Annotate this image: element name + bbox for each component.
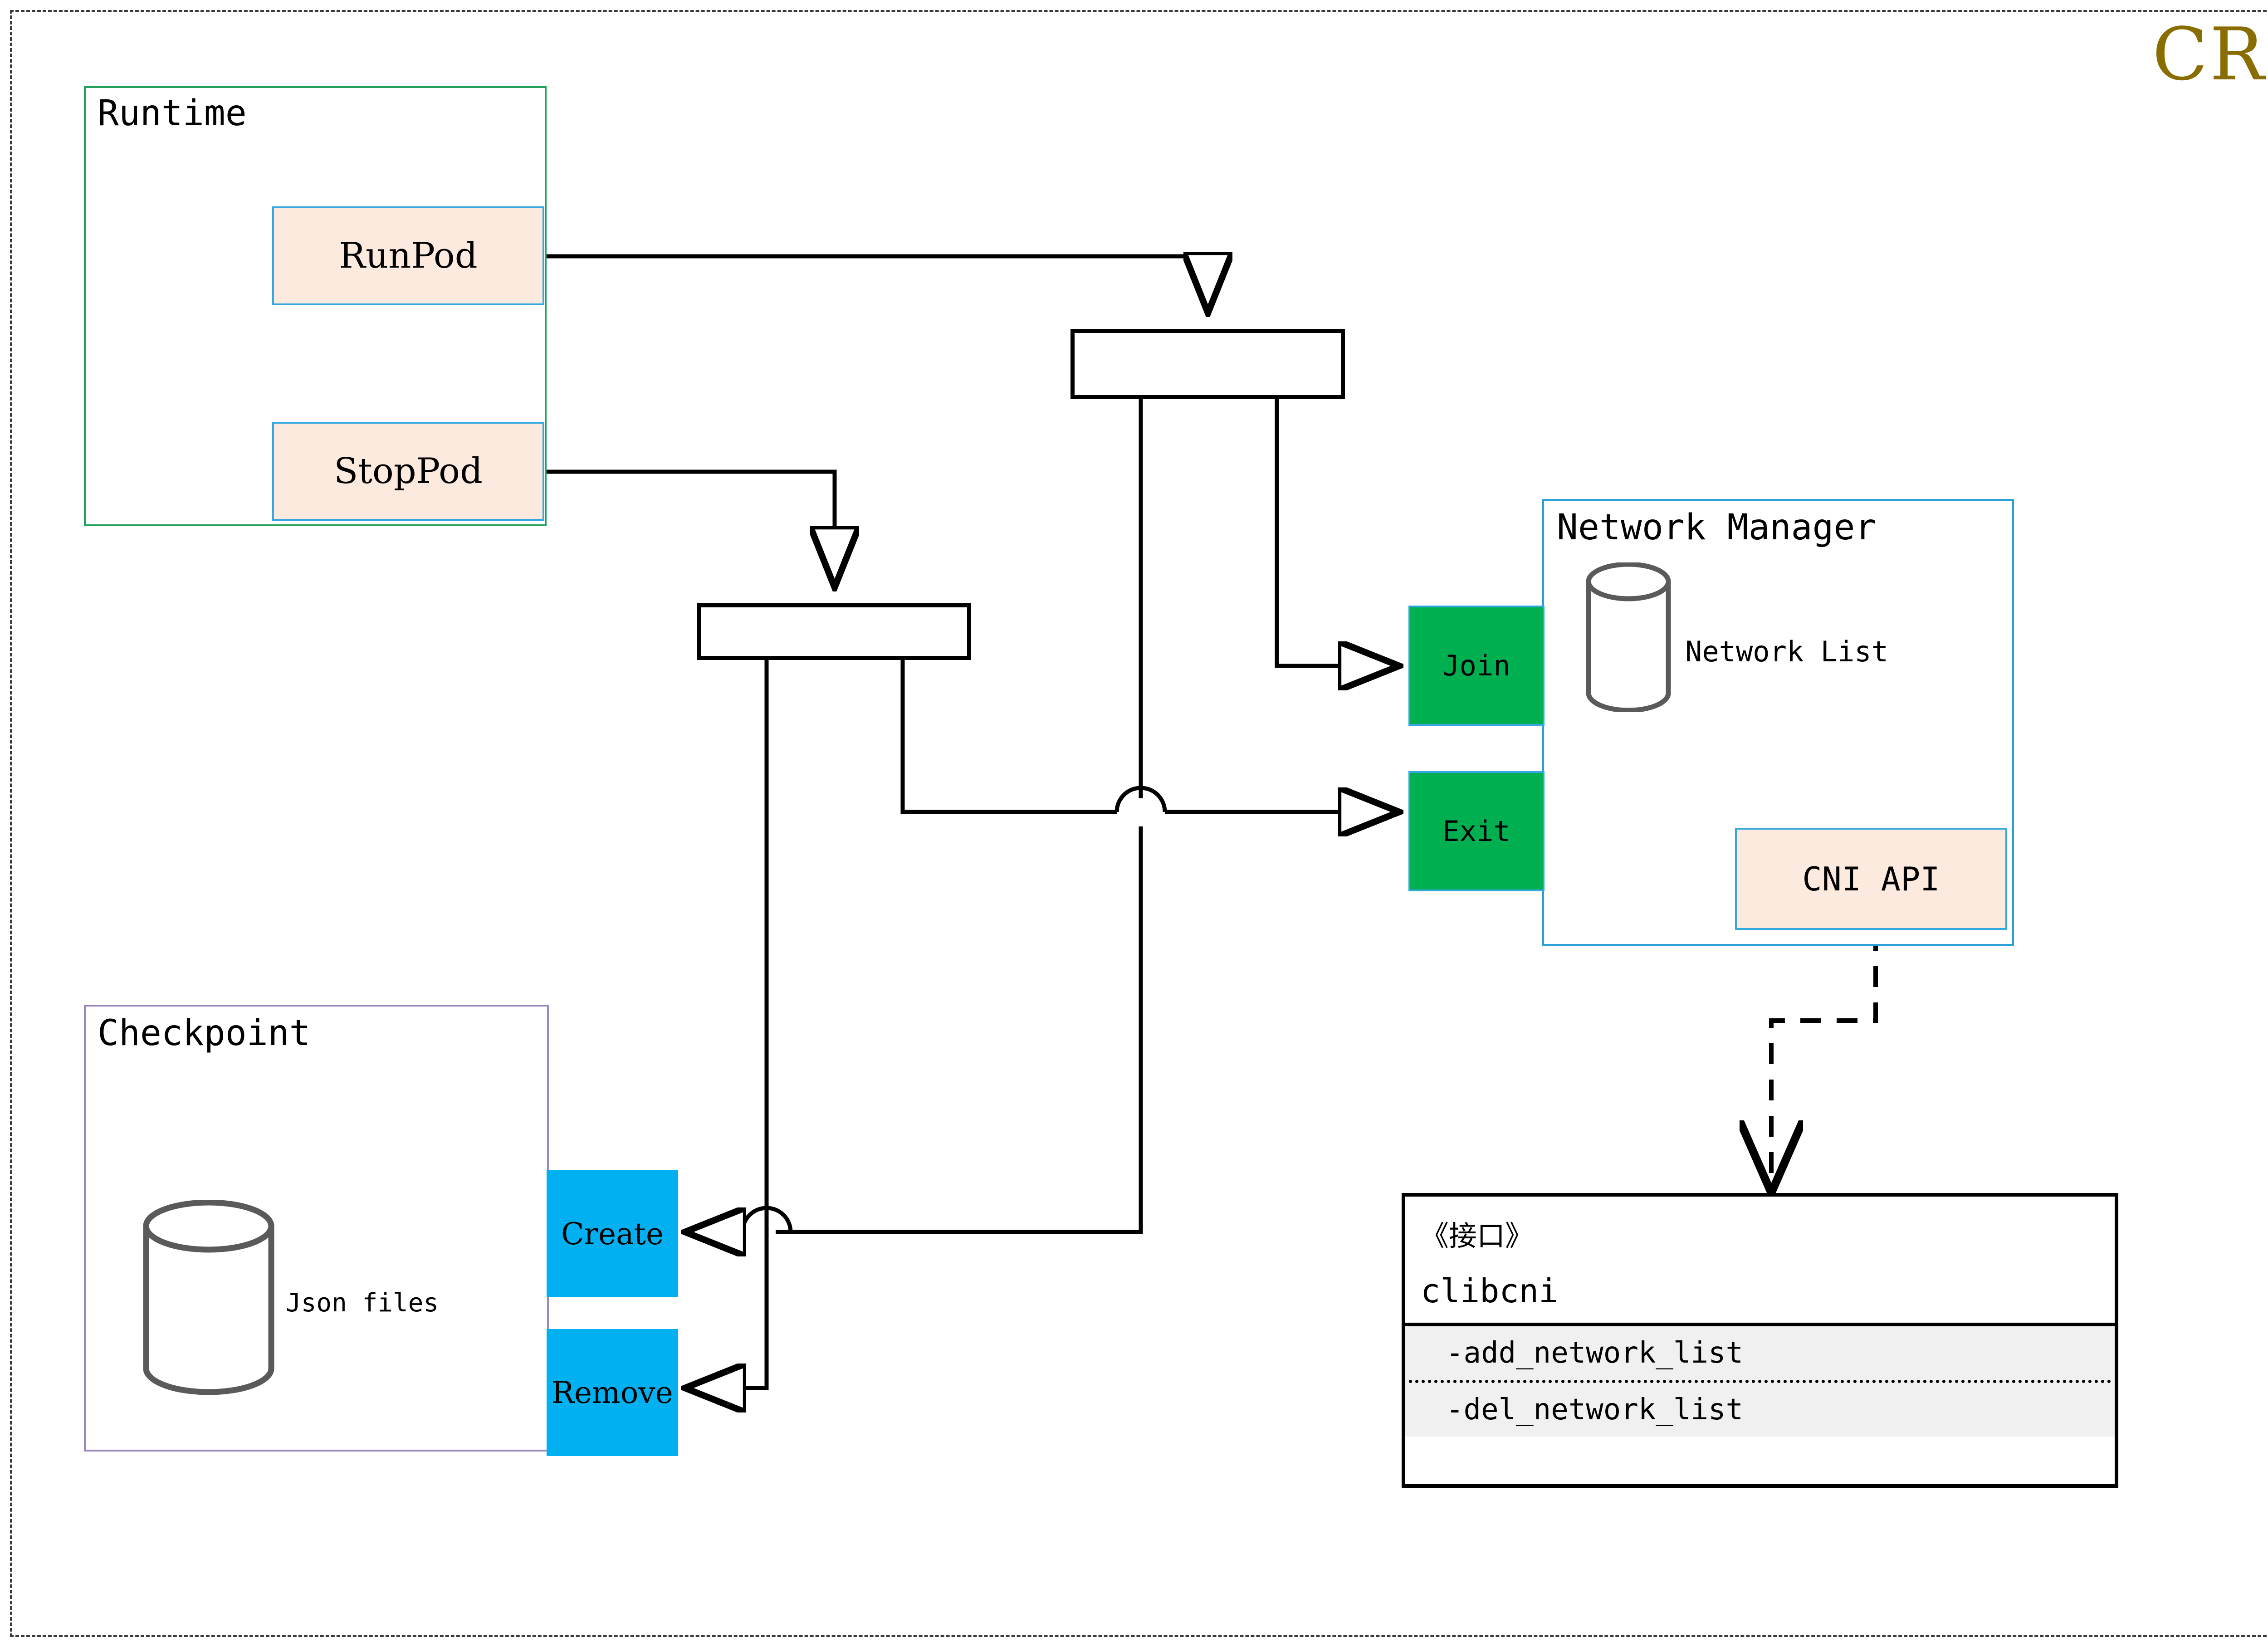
interface-operations: -add_network_list -del_network_list bbox=[1405, 1326, 2115, 1437]
diagram-outer-frame bbox=[10, 10, 2268, 1637]
node-cni-api[interactable]: CNI API bbox=[1735, 828, 2007, 930]
node-exit-label: Exit bbox=[1442, 815, 1510, 848]
package-network-manager-title: Network Manager bbox=[1557, 507, 1877, 548]
interface-clibcni: 《接口》 clibcni -add_network_list -del_netw… bbox=[1402, 1193, 2118, 1488]
node-remove-label: Remove bbox=[552, 1375, 673, 1410]
node-run-pod[interactable]: RunPod bbox=[272, 206, 544, 305]
node-stop-pod-label: StopPod bbox=[334, 451, 483, 492]
datastore-network-list-icon bbox=[1583, 562, 1674, 713]
interface-operation-add: -add_network_list bbox=[1446, 1336, 1744, 1370]
node-cni-api-label: CNI API bbox=[1802, 860, 1940, 898]
datastore-json-files-icon bbox=[138, 1199, 279, 1395]
datastore-json-files-label: Json files bbox=[286, 1288, 439, 1318]
node-join-label: Join bbox=[1442, 649, 1510, 682]
node-exit[interactable]: Exit bbox=[1408, 771, 1545, 891]
node-create[interactable]: Create bbox=[547, 1170, 678, 1297]
interface-divider bbox=[1405, 1323, 2115, 1326]
node-join[interactable]: Join bbox=[1408, 606, 1545, 726]
node-run-pod-label: RunPod bbox=[339, 235, 478, 276]
fork-node-top bbox=[1070, 329, 1345, 399]
node-remove[interactable]: Remove bbox=[547, 1329, 678, 1456]
interface-clibcni-header: 《接口》 clibcni bbox=[1405, 1197, 2115, 1323]
node-create-label: Create bbox=[561, 1216, 664, 1251]
interface-name: clibcni bbox=[1421, 1272, 1559, 1310]
fork-node-bottom bbox=[697, 603, 971, 660]
node-stop-pod[interactable]: StopPod bbox=[272, 422, 544, 521]
package-checkpoint-title: Checkpoint bbox=[98, 1013, 311, 1054]
package-runtime-title: Runtime bbox=[98, 93, 247, 134]
interface-stereotype: 《接口》 bbox=[1421, 1219, 1534, 1252]
interface-operation-del: -del_network_list bbox=[1446, 1393, 1744, 1427]
datastore-network-list-label: Network List bbox=[1685, 635, 1888, 668]
interface-operation-separator bbox=[1409, 1380, 2111, 1383]
diagram-title: CRI bbox=[2152, 12, 2268, 97]
